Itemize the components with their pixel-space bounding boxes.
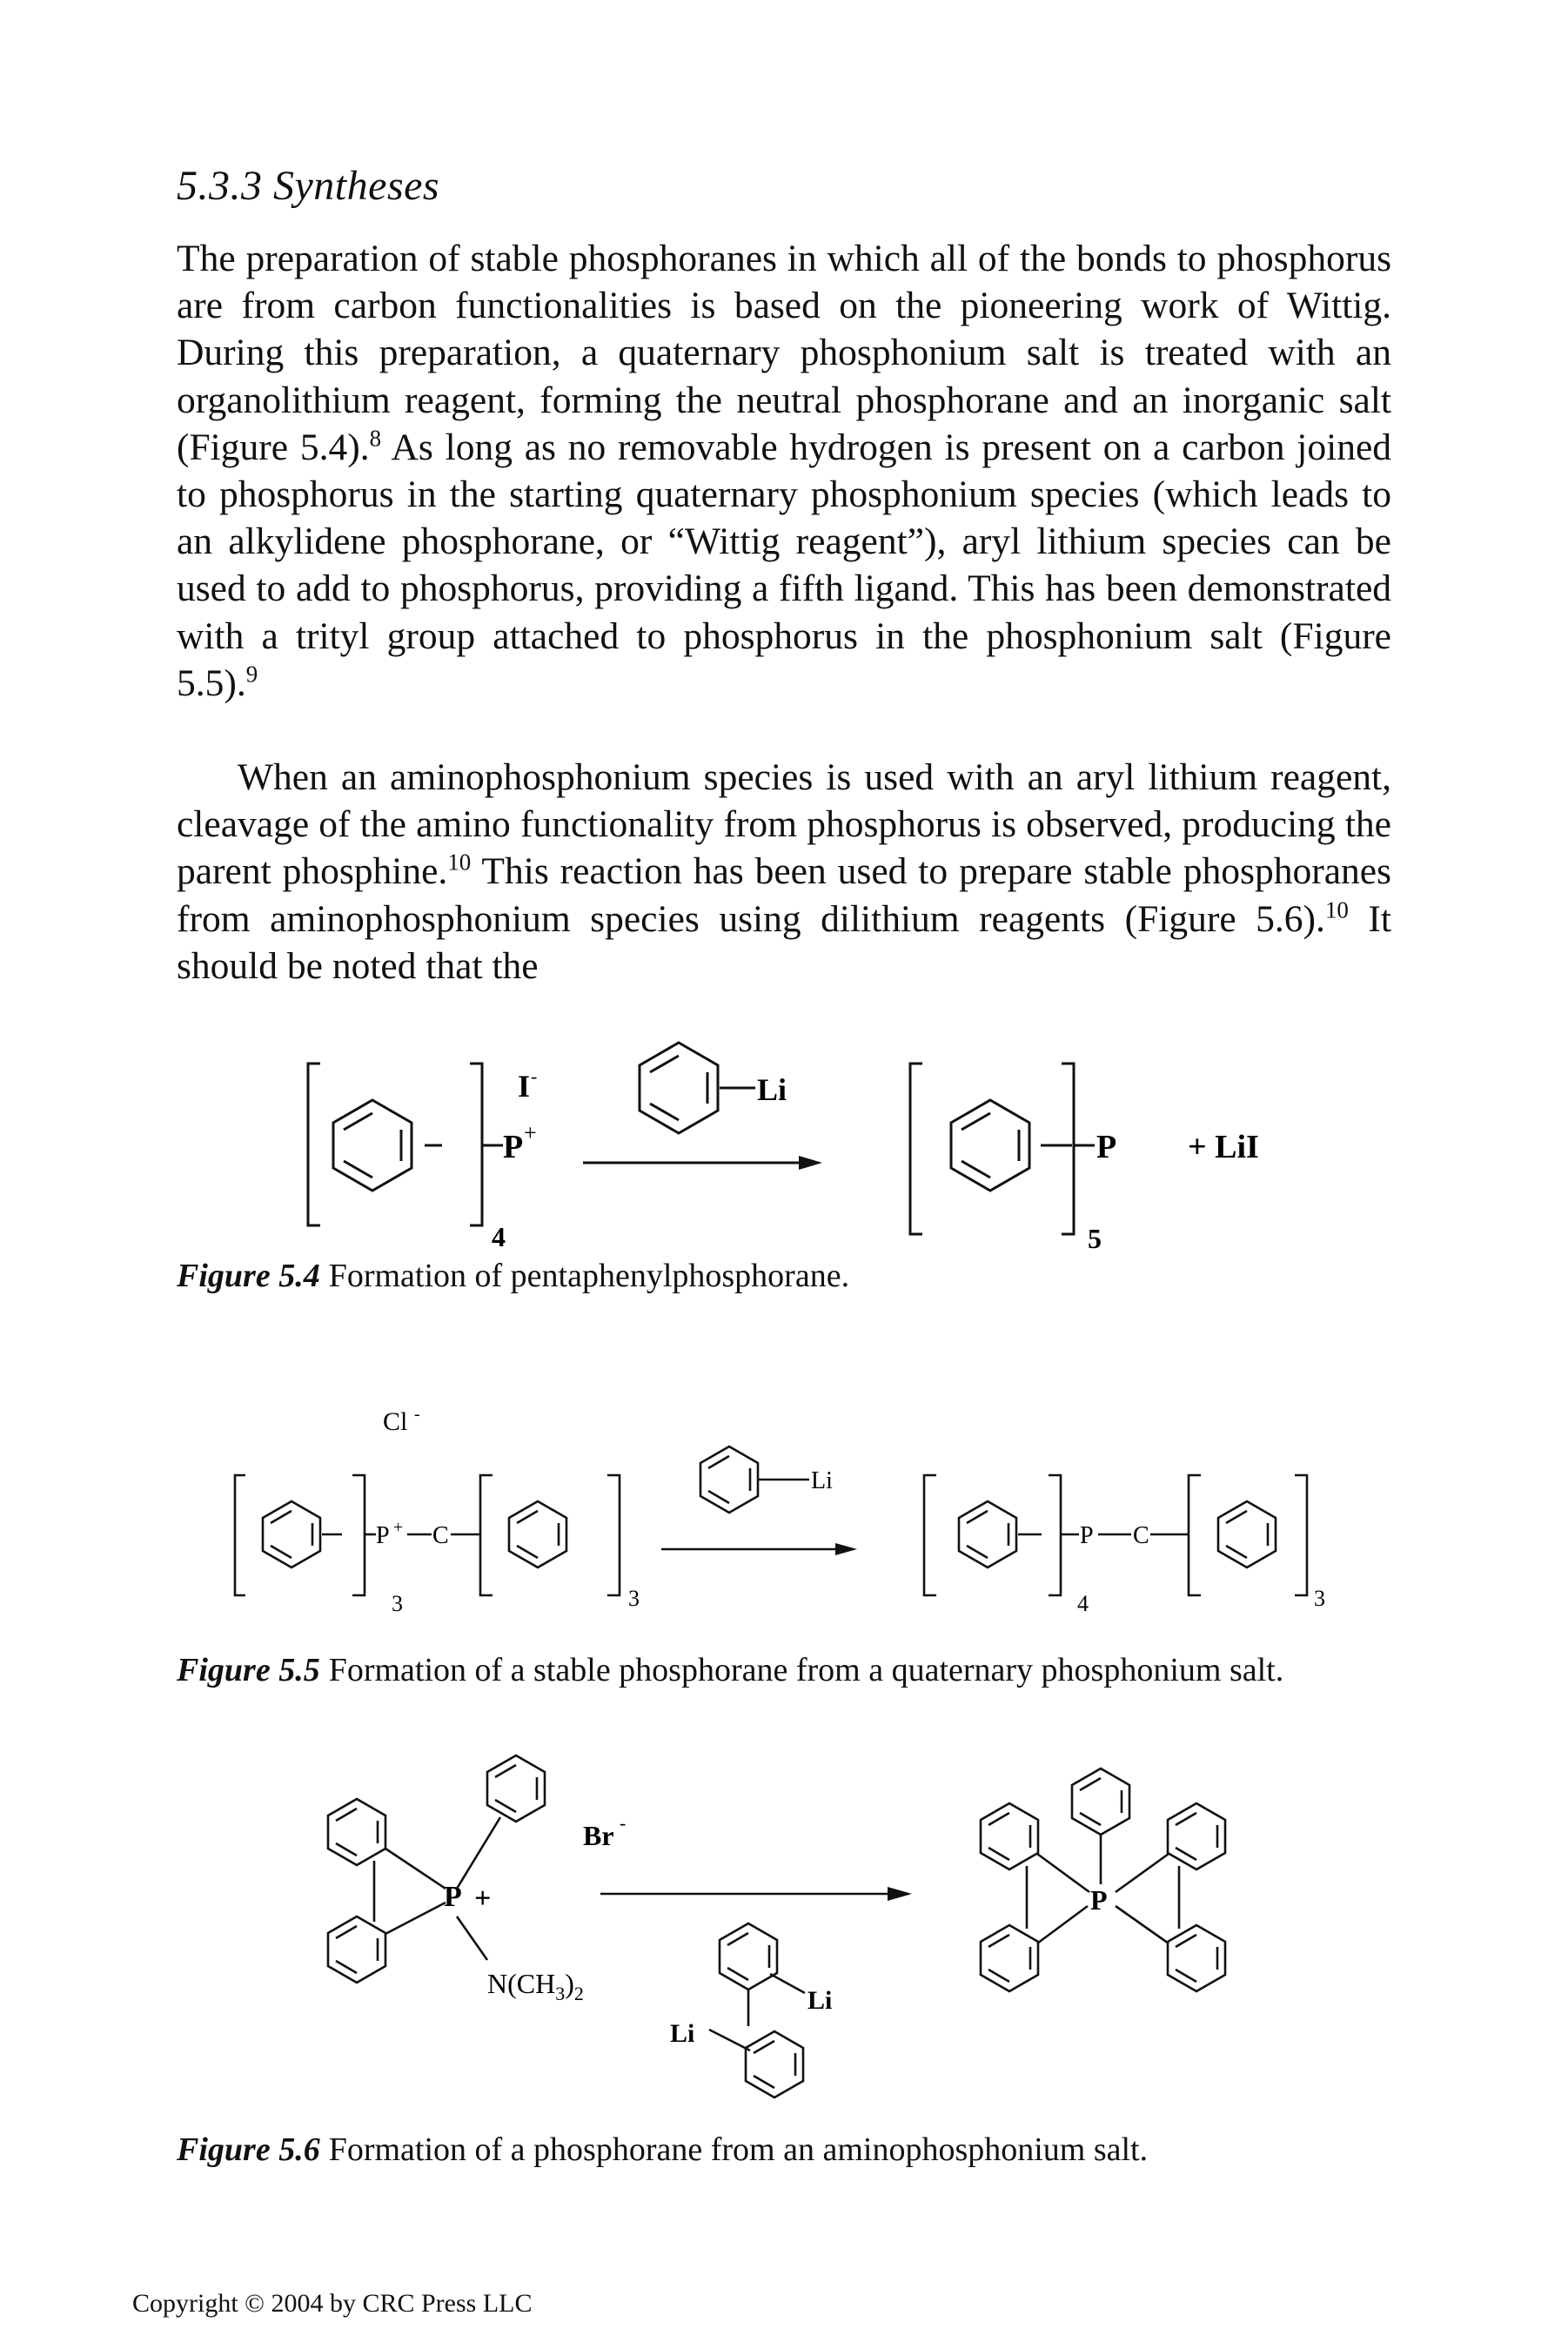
paragraph-text: When an aminophosphonium species is used… <box>177 756 1391 893</box>
caption-text: Formation of pentaphenylphosphorane. <box>328 1258 850 1294</box>
figure-5-6-scheme: P + N(CH3)2 Br - Li Li P <box>326 1754 1227 2099</box>
product-p: P <box>1090 1884 1108 1916</box>
byproduct: + LiI <box>1188 1129 1259 1165</box>
bromide-anion: Br <box>583 1820 614 1851</box>
figure-label: Figure 5.4 <box>177 1258 320 1294</box>
section-heading: 5.3.3 Syntheses <box>177 163 440 209</box>
reagent-li: Li <box>757 1072 787 1107</box>
reagent-li: Li <box>811 1467 833 1494</box>
paragraph-text: It should be noted that the <box>177 897 1392 987</box>
paragraph-1: The preparation of stable phosphoranes i… <box>177 235 1391 707</box>
figure-label: Figure 5.6 <box>177 2131 320 2168</box>
subscript: 4 <box>1077 1591 1089 1614</box>
dimethylamino: N(CH3)2 <box>487 1968 584 2004</box>
paragraph-2: When an aminophosphonium species is used… <box>177 754 1391 990</box>
product-p: P <box>1096 1129 1116 1165</box>
lithium-label: Li <box>670 2019 694 2048</box>
paragraph-text: As long as no removable hydrogen is pres… <box>177 426 1391 704</box>
copyright-notice: Copyright © 2004 by CRC Press LLC <box>132 2289 533 2318</box>
phosphonium-p: P <box>503 1129 523 1165</box>
charge-plus: + <box>393 1518 403 1537</box>
paragraph-text: The preparation of stable phosphoranes i… <box>177 238 1391 468</box>
trityl-c: C <box>432 1522 449 1549</box>
anion-charge: - <box>531 1065 537 1087</box>
caption-text: Formation of a stable phosphorane from a… <box>328 1652 1284 1688</box>
phosphonium-p: P <box>376 1522 390 1549</box>
subscript: 3 <box>1314 1586 1325 1611</box>
charge-plus: + <box>524 1120 537 1145</box>
anion-charge: - <box>620 1812 626 1834</box>
trityl-c: C <box>1133 1522 1149 1549</box>
phosphonium-p: P <box>444 1881 462 1913</box>
citation-ref: 8 <box>369 425 382 452</box>
charge-plus: + <box>474 1883 491 1915</box>
citation-ref: 9 <box>245 661 258 688</box>
figure-label: Figure 5.5 <box>177 1652 320 1688</box>
chloride-anion: Cl <box>383 1407 407 1436</box>
citation-ref: 10 <box>1324 896 1349 923</box>
citation-ref: 10 <box>447 849 472 876</box>
subscript: 3 <box>628 1586 640 1611</box>
figure-5-4-scheme: P + 4 I - Li P 5 + LiI <box>306 1041 1259 1253</box>
figure-5-5-scheme: Cl - P + C 3 3 Li P C 4 3 <box>233 1405 1325 1614</box>
subscript: 5 <box>1088 1223 1102 1253</box>
product-p: P <box>1080 1522 1094 1549</box>
lithium-label: Li <box>807 1986 832 2015</box>
subscript: 3 <box>392 1591 403 1614</box>
subscript: 4 <box>492 1221 506 1252</box>
anion-charge: - <box>414 1405 420 1424</box>
paragraph-text: This reaction has been used to prepare s… <box>177 850 1391 940</box>
caption-text: Formation of a phosphorane from an amino… <box>328 2131 1149 2168</box>
iodide-anion: I <box>518 1069 530 1104</box>
